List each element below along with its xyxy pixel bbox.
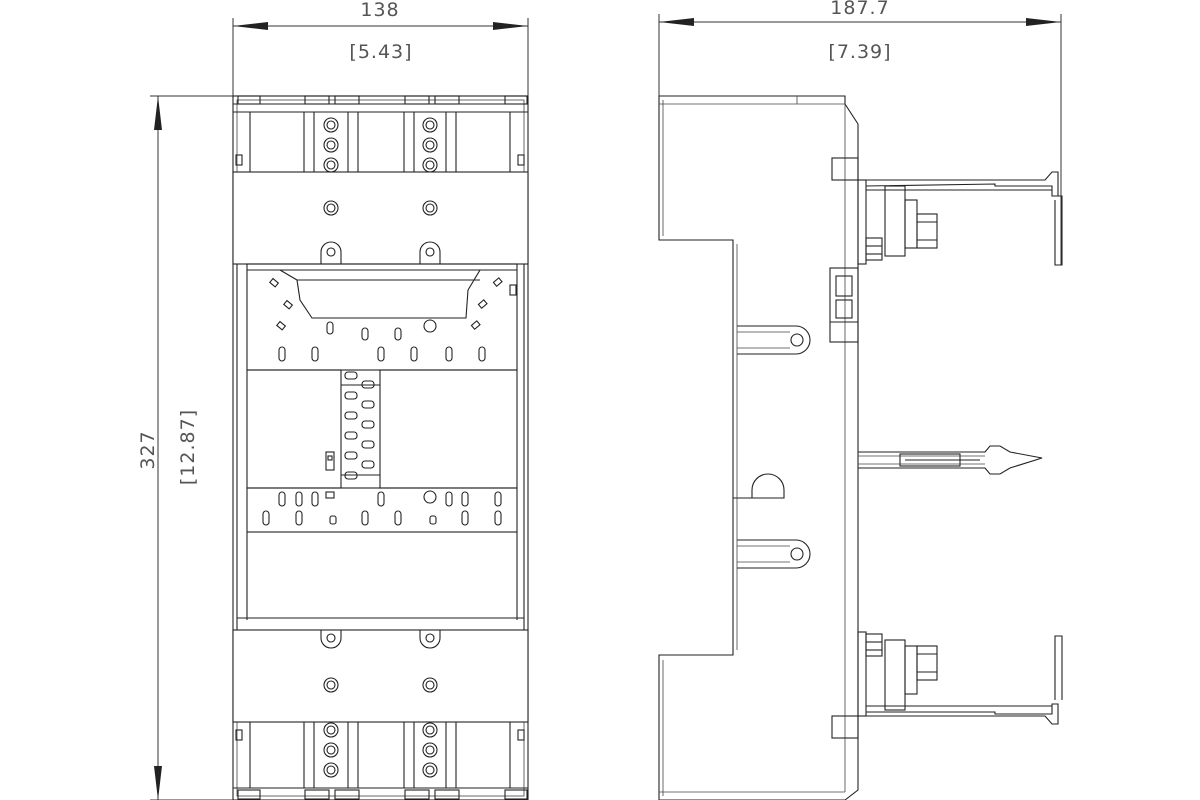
upper-arm xyxy=(737,325,811,355)
upper-connector xyxy=(831,157,1063,266)
front-width-inch-label: [5.43] xyxy=(349,41,412,63)
arrow-left-icon xyxy=(233,22,268,30)
arrow-right-icon xyxy=(1026,18,1061,26)
front-height-inch-label: [12.87] xyxy=(177,409,199,485)
front-width-mm-label: 138 xyxy=(360,0,399,21)
side-view xyxy=(658,95,1063,800)
arrow-left-icon xyxy=(659,18,694,26)
top-terminals xyxy=(233,95,528,173)
lower-slot-row xyxy=(262,490,502,526)
mid-latch xyxy=(829,267,859,343)
front-width-dimension: 138 [5.43] xyxy=(232,0,529,98)
side-depth-inch-label: [7.39] xyxy=(828,41,891,63)
bottom-terminals xyxy=(233,722,528,800)
arrow-up-icon xyxy=(154,96,162,130)
lower-connector xyxy=(831,631,1063,739)
front-view xyxy=(232,95,529,800)
side-depth-mm-label: 187.7 xyxy=(830,0,889,19)
lower-arm xyxy=(737,539,811,569)
arrow-right-icon xyxy=(493,22,528,30)
front-height-dimension: 327 [12.87] xyxy=(137,95,240,800)
bottom-cover xyxy=(232,629,529,723)
arrow-down-icon xyxy=(154,766,162,800)
upper-slot-row xyxy=(278,319,486,362)
side-depth-dimension: 187.7 [7.39] xyxy=(658,0,1062,265)
front-height-mm-label: 327 xyxy=(137,430,159,469)
middle-contact xyxy=(858,445,1043,475)
middle-body xyxy=(236,263,525,630)
top-cover xyxy=(232,171,529,265)
